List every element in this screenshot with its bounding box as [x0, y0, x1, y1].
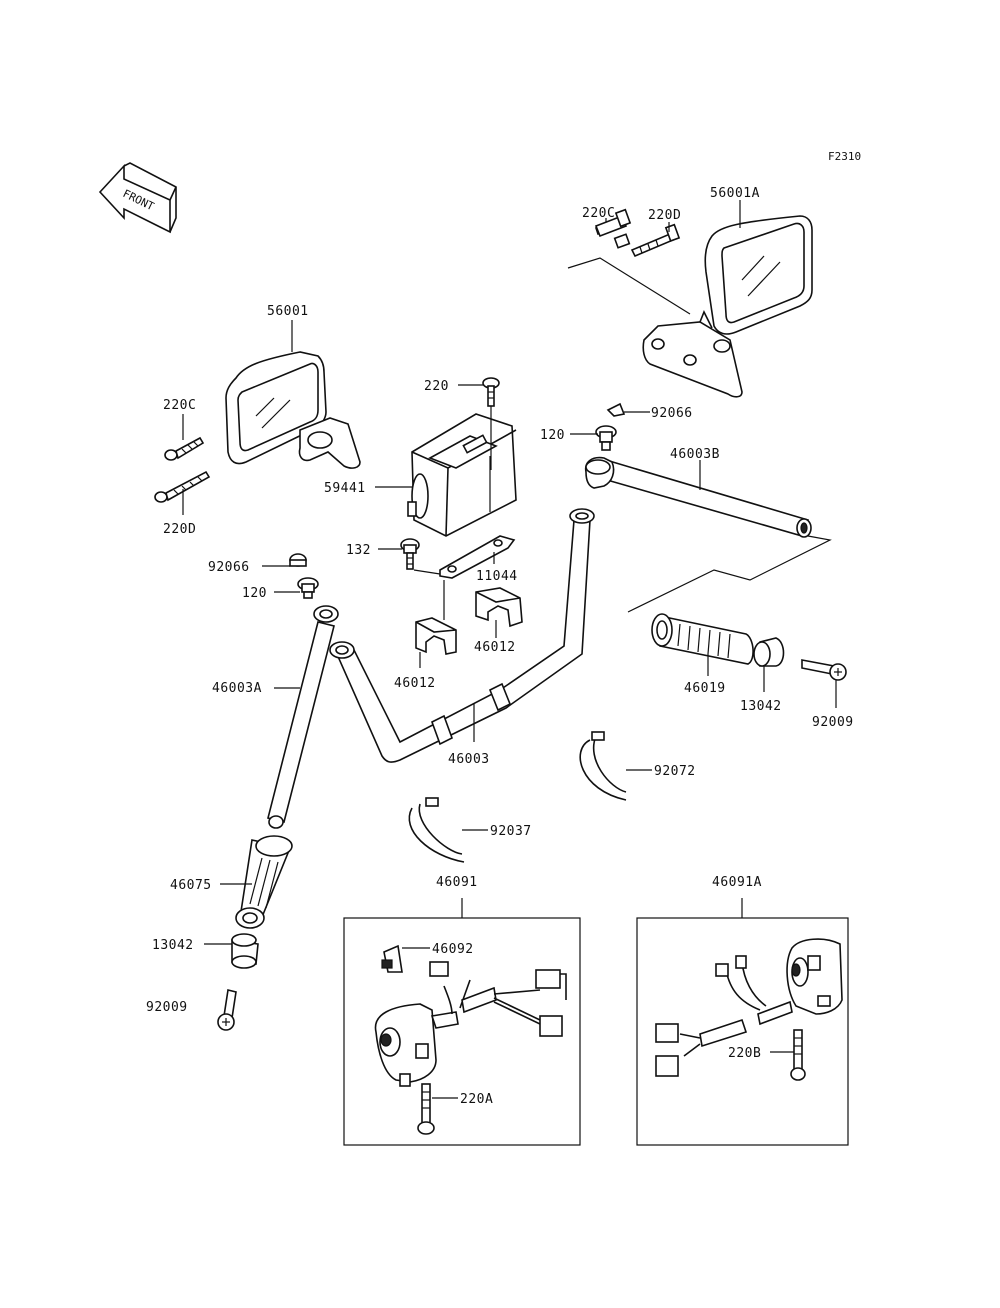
- front-arrow-icon: FRONT: [98, 162, 177, 234]
- label-92009-right: 92009: [812, 715, 854, 730]
- holder-46012-lower: [415, 617, 457, 655]
- label-56001A: 56001A: [710, 186, 760, 201]
- label-92066-right: 92066: [651, 406, 693, 421]
- label-120-left: 120: [242, 586, 267, 601]
- holder-46012-upper: [475, 587, 523, 628]
- label-92072: 92072: [654, 764, 696, 779]
- handlebar-center-46003: [329, 508, 595, 763]
- figure-code: F2310: [828, 150, 861, 163]
- grip-left-46075: [235, 835, 293, 929]
- label-120-right: 120: [540, 428, 565, 443]
- label-56001: 56001: [267, 304, 309, 319]
- bolt-220-top: [482, 377, 500, 407]
- label-220D-left: 220D: [163, 522, 196, 537]
- label-46092: 46092: [432, 942, 474, 957]
- cap-92066-left: [289, 553, 307, 567]
- label-46091: 46091: [436, 875, 478, 890]
- screw-92009-left: [217, 989, 237, 1031]
- right-mirror: [642, 215, 813, 398]
- label-220D-right: 220D: [648, 208, 681, 223]
- weight-13042-left: [231, 933, 259, 969]
- label-59441: 59441: [324, 481, 366, 496]
- switch-left-46091: [374, 961, 567, 1087]
- band-92072: [579, 731, 627, 801]
- switch-clip-46092: [381, 944, 403, 973]
- label-220B: 220B: [728, 1046, 761, 1061]
- label-92009-left: 92009: [146, 1000, 188, 1015]
- clamp-cover: [407, 413, 517, 537]
- label-220: 220: [424, 379, 449, 394]
- bolt-120-right: [595, 425, 617, 451]
- plate-11044: [439, 535, 516, 579]
- label-46019: 46019: [684, 681, 726, 696]
- label-92066-left: 92066: [208, 560, 250, 575]
- left-mirror: [225, 351, 361, 469]
- bolt-220D-left: [154, 470, 211, 503]
- bolt-220C-left: [164, 436, 205, 461]
- label-46075: 46075: [170, 878, 212, 893]
- screw-220B: [790, 1029, 806, 1081]
- screw-92009-right: [801, 659, 847, 681]
- handlebar-left-46003A: [267, 605, 339, 829]
- label-132: 132: [346, 543, 371, 558]
- weight-13042-right: [753, 637, 785, 667]
- label-13042-right: 13042: [740, 699, 782, 714]
- label-46012-b: 46012: [474, 640, 516, 655]
- label-46003B: 46003B: [670, 447, 720, 462]
- label-46003A: 46003A: [212, 681, 262, 696]
- label-220C-right: 220C: [582, 206, 615, 221]
- label-46012-a: 46012: [394, 676, 436, 691]
- bolt-220D-right: [630, 223, 681, 258]
- handlebar-right-46003B: [584, 456, 812, 538]
- band-92037: [408, 797, 465, 863]
- label-46091A: 46091A: [712, 875, 762, 890]
- bolt-132: [400, 538, 420, 570]
- label-220A: 220A: [460, 1092, 493, 1107]
- label-11044: 11044: [476, 569, 518, 584]
- label-13042-left: 13042: [152, 938, 194, 953]
- bolt-120-left: [297, 577, 319, 599]
- screw-220A: [417, 1083, 435, 1135]
- label-92037: 92037: [490, 824, 532, 839]
- grip-right-46019: [651, 613, 754, 665]
- switch-right-46091A: [655, 938, 843, 1077]
- label-220C-left: 220C: [163, 398, 196, 413]
- cap-92066-right: [606, 402, 626, 417]
- label-46003: 46003: [448, 752, 490, 767]
